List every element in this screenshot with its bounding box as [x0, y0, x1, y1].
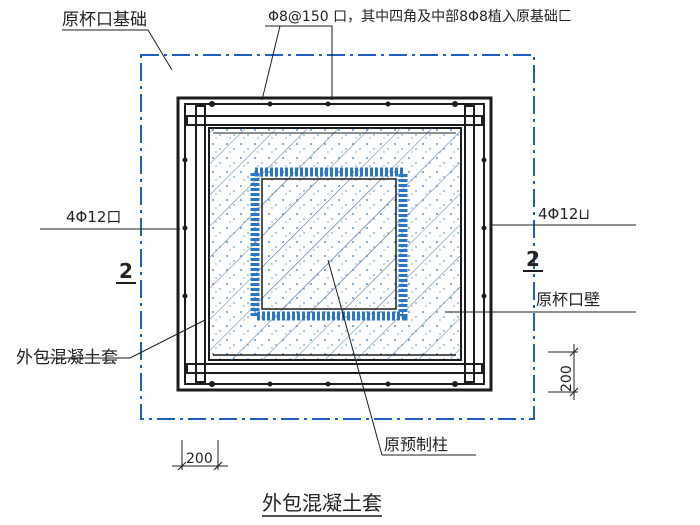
rebar-top-label: Φ8@150 口，其中四角及中部8Φ8植入原基础匚	[268, 8, 572, 25]
stirrup-bottom	[186, 363, 483, 374]
section-mark-left: 2	[119, 259, 133, 283]
cup-wall-label: 原杯口壁	[536, 290, 600, 309]
rebar-dots	[182, 101, 487, 387]
dimension-right	[548, 344, 579, 400]
foundation-boundary	[140, 54, 535, 420]
dimension-bottom-value: 200	[186, 451, 213, 467]
column-grout-ring	[250, 167, 408, 321]
dimension-right-value: 200	[559, 365, 575, 392]
drawing-title: 外包混凝土套	[262, 491, 382, 515]
stirrup-left	[195, 105, 206, 383]
jacket-label: 外包混凝土套	[16, 348, 118, 368]
rebar-left-label: 4Φ12口	[66, 208, 121, 226]
leader-lines	[40, 25, 636, 456]
foundation-label: 原杯口基础	[62, 10, 147, 30]
stirrup-right	[464, 105, 475, 383]
dimension-bottom	[172, 440, 228, 471]
stirrup-top	[186, 115, 483, 126]
jacket-inner-frame	[184, 103, 485, 385]
precast-column	[261, 178, 397, 310]
jacket-outer-frame	[176, 96, 493, 392]
column-label: 原预制柱	[384, 435, 448, 454]
section-mark-right: 2	[526, 247, 540, 271]
rebar-right-label: 4Φ12⊔	[538, 205, 590, 223]
